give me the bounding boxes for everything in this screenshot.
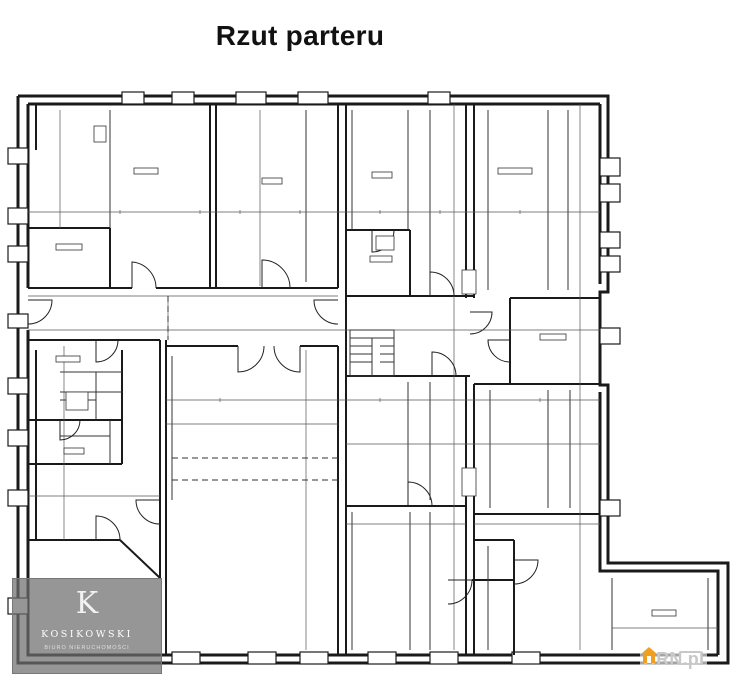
portal-name: KRN.pl [643, 648, 705, 669]
doors [27, 229, 539, 605]
shafts-and-fixtures [65, 125, 477, 497]
house-icon [641, 647, 657, 663]
room-labels [55, 167, 677, 617]
agency-logo-name: KOSIKOWSKI [41, 629, 133, 640]
agency-logo-mark: K [75, 586, 99, 621]
agency-logo-subtitle: BIURO NIERUCHOMOŚCI [44, 645, 130, 651]
staircase [349, 329, 395, 377]
dimension-lines [28, 104, 718, 650]
plan-title: Rzut parteru [215, 20, 385, 51]
wall-ticks [119, 210, 541, 402]
thin-partitions [60, 110, 709, 650]
overhead-dashed-lines [167, 296, 338, 481]
portal-watermark: KRN.pl [640, 646, 708, 672]
agency-watermark: K KOSIKOWSKI BIURO NIERUCHOMOŚCI [12, 578, 162, 674]
interior-walls [28, 104, 600, 655]
